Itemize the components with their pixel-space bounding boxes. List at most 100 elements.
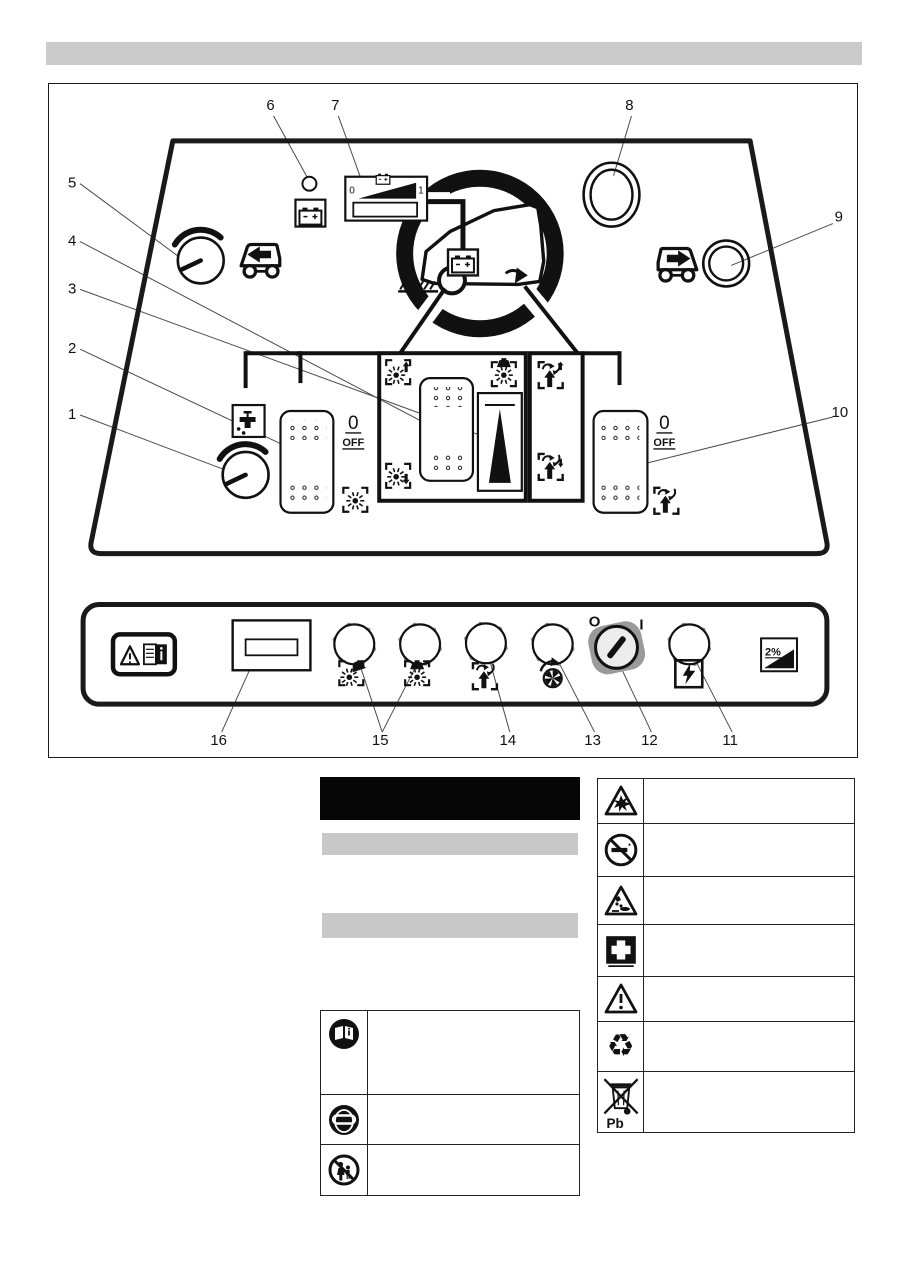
sweep-pressure-slider <box>476 391 523 492</box>
safety-symbol-table-middle <box>320 1010 580 1196</box>
callout-11: 11 <box>722 732 738 749</box>
incline-label: 2% <box>765 646 781 658</box>
transport-reverse-icon <box>239 242 282 279</box>
table-row <box>598 824 854 877</box>
callout-16: 16 <box>210 732 227 749</box>
first-aid-icon <box>605 935 636 967</box>
hour-meter-display <box>231 619 312 672</box>
side-brush-fuse <box>327 619 382 670</box>
panel-outline <box>88 138 830 557</box>
callout-8: 8 <box>625 97 633 114</box>
callout-14: 14 <box>500 732 517 749</box>
symbol-text <box>644 1022 854 1071</box>
gauge-min-label: 0 <box>349 186 355 197</box>
table-row <box>321 1095 579 1145</box>
speed-knob <box>175 230 224 284</box>
general-warning-icon <box>604 983 637 1014</box>
callout-2: 2 <box>68 340 76 357</box>
safety-symbol-table-right: ♻ Pb <box>597 778 855 1133</box>
rocker-zero-label: 0 <box>659 413 670 434</box>
container-group-box <box>527 351 585 503</box>
horn-button <box>582 161 641 228</box>
brush-group-box <box>377 351 528 503</box>
control-panel-diagram: 0 1 0 OFF <box>68 97 848 749</box>
redacted-heading-bar-2 <box>322 913 578 938</box>
explosion-hazard-icon <box>604 785 637 816</box>
water-regulation-knob <box>220 444 269 498</box>
callout-13: 13 <box>584 732 601 749</box>
brush-hatch <box>398 280 439 293</box>
table-row <box>598 977 854 1022</box>
container-lower-icon <box>539 454 564 480</box>
side-brush-raise-icon <box>385 359 412 386</box>
group-bracket-lines <box>243 351 622 389</box>
callout-7: 7 <box>331 97 339 114</box>
gauge-max-label: 1 <box>418 186 424 197</box>
symbol-text <box>644 779 854 823</box>
gauge-connector-line <box>427 199 466 250</box>
callout-5: 5 <box>68 175 76 192</box>
battery-charge-gauge: 0 1 <box>344 173 429 222</box>
callout-12: 12 <box>641 732 658 749</box>
redacted-title-bar <box>320 777 580 820</box>
key-switch: O I <box>588 613 646 675</box>
brush-rocker-switch <box>419 377 475 482</box>
control-panel-figure: 0 1 0 OFF <box>48 83 858 758</box>
symbol-text <box>368 1011 579 1094</box>
warning-read-manual-plate <box>110 632 178 677</box>
callout-10: 10 <box>832 404 849 421</box>
symbol-text <box>644 877 854 924</box>
symbol-text <box>644 925 854 976</box>
callout-15: 15 <box>372 732 389 749</box>
redacted-heading-bar-1 <box>322 833 578 855</box>
page-header-bar <box>46 42 862 65</box>
transport-forward-icon <box>656 246 699 283</box>
table-row <box>321 1011 579 1095</box>
brush-contact-pressure-icon <box>490 358 517 388</box>
corrosive-hazard-icon <box>604 885 637 915</box>
container-icon <box>654 488 678 514</box>
lead-disposal-icon: Pb <box>603 1078 638 1130</box>
symbol-text <box>368 1095 579 1144</box>
side-brush-lower-icon <box>385 462 412 489</box>
rocker-off-label: OFF <box>653 437 675 449</box>
no-smoking-icon <box>604 833 637 867</box>
drive-forward-button <box>656 239 751 288</box>
callout-1: 1 <box>68 406 76 423</box>
callout-3: 3 <box>68 280 76 297</box>
table-row: Pb <box>598 1072 854 1132</box>
callout-9: 9 <box>835 209 843 226</box>
callout-6: 6 <box>266 97 274 114</box>
table-row <box>598 877 854 925</box>
recycling-icon: ♻ <box>606 1028 635 1064</box>
fuse-strip: O I 2% <box>80 601 830 707</box>
callout-4: 4 <box>68 233 76 250</box>
container-fuse-icon <box>473 663 497 689</box>
symbol-text <box>644 977 854 1021</box>
container-fuse <box>458 618 513 669</box>
wear-eye-protection-icon <box>329 1104 359 1135</box>
symbol-text <box>368 1145 579 1195</box>
callout-numbers: 1 2 3 4 5 6 7 8 9 10 11 12 13 14 15 16 <box>68 97 848 749</box>
table-row <box>598 925 854 977</box>
incline-plate-icon: 2% <box>760 637 798 673</box>
side-brush-icon <box>342 486 369 513</box>
rocker-zero-label: 0 <box>348 413 359 434</box>
container-raise-icon <box>539 362 564 388</box>
lead-label: Pb <box>606 1116 623 1130</box>
rocker-off-label: OFF <box>342 437 364 449</box>
read-operating-instructions-icon <box>329 1019 359 1049</box>
roller-brush-fuse <box>393 619 448 670</box>
symbol-text <box>644 824 854 876</box>
table-row: ♻ <box>598 1022 854 1072</box>
key-on-label: I <box>639 616 643 633</box>
power-fuse-icon <box>674 658 704 689</box>
no-children-icon <box>328 1154 360 1186</box>
callout-leader-lines <box>79 115 834 733</box>
key-off-label: O <box>589 613 601 630</box>
machine-sweep-cycle-icon <box>396 169 580 355</box>
container-rocker-switch: 0 OFF <box>592 409 679 514</box>
battery-charge-led <box>294 175 327 228</box>
water-controls: 0 OFF <box>220 403 369 514</box>
